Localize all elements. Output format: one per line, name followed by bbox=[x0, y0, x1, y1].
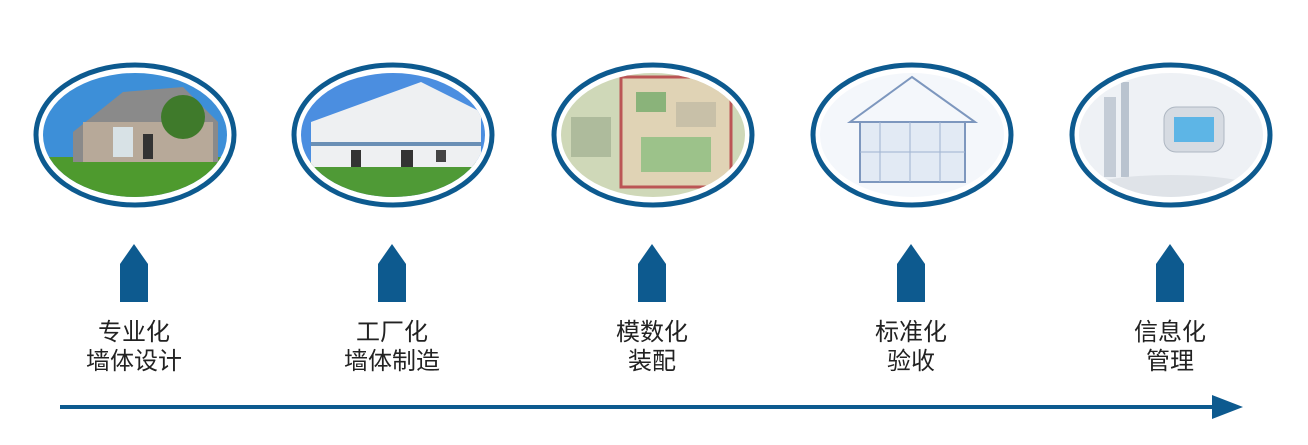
process-stage: 模数化 装配 bbox=[542, 0, 762, 390]
stage-label: 专业化 墙体设计 bbox=[24, 318, 244, 376]
stage-label-line2: 墙体设计 bbox=[86, 347, 182, 375]
up-arrow-icon bbox=[638, 244, 666, 302]
process-stage: 信息化 管理 bbox=[1060, 0, 1280, 390]
stage-label-line1: 信息化 bbox=[1134, 318, 1206, 346]
stage-label-line2: 验收 bbox=[887, 347, 935, 375]
stage-label-line1: 专业化 bbox=[98, 318, 170, 346]
stage-label: 模数化 装配 bbox=[542, 318, 762, 376]
site-plan-photo bbox=[551, 62, 755, 208]
house-photo-scene bbox=[43, 73, 227, 197]
stage-label-line2: 墙体制造 bbox=[344, 347, 440, 375]
factory-photo bbox=[291, 62, 495, 208]
house-photo bbox=[33, 62, 237, 208]
process-stage: 专业化 墙体设计 bbox=[24, 0, 244, 390]
up-arrow-icon bbox=[378, 244, 406, 302]
stage-label: 信息化 管理 bbox=[1060, 318, 1280, 376]
stage-label-line1: 标准化 bbox=[875, 318, 947, 346]
up-arrow-icon bbox=[1156, 244, 1184, 302]
process-stage: 工厂化 墙体制造 bbox=[282, 0, 502, 390]
stage-label-line2: 装配 bbox=[628, 347, 676, 375]
building-sketch bbox=[810, 62, 1014, 208]
stage-label: 标准化 验收 bbox=[801, 318, 1021, 376]
site-plan-photo-scene bbox=[561, 73, 745, 197]
process-stage: 标准化 验收 bbox=[801, 0, 1021, 390]
up-arrow-icon bbox=[120, 244, 148, 302]
stage-label-line1: 模数化 bbox=[616, 318, 688, 346]
information-city bbox=[1069, 62, 1273, 208]
building-sketch-scene bbox=[820, 73, 1004, 197]
stage-label-line2: 管理 bbox=[1146, 347, 1194, 375]
stage-label-line1: 工厂化 bbox=[356, 318, 428, 346]
up-arrow-icon bbox=[897, 244, 925, 302]
stage-label: 工厂化 墙体制造 bbox=[282, 318, 502, 376]
